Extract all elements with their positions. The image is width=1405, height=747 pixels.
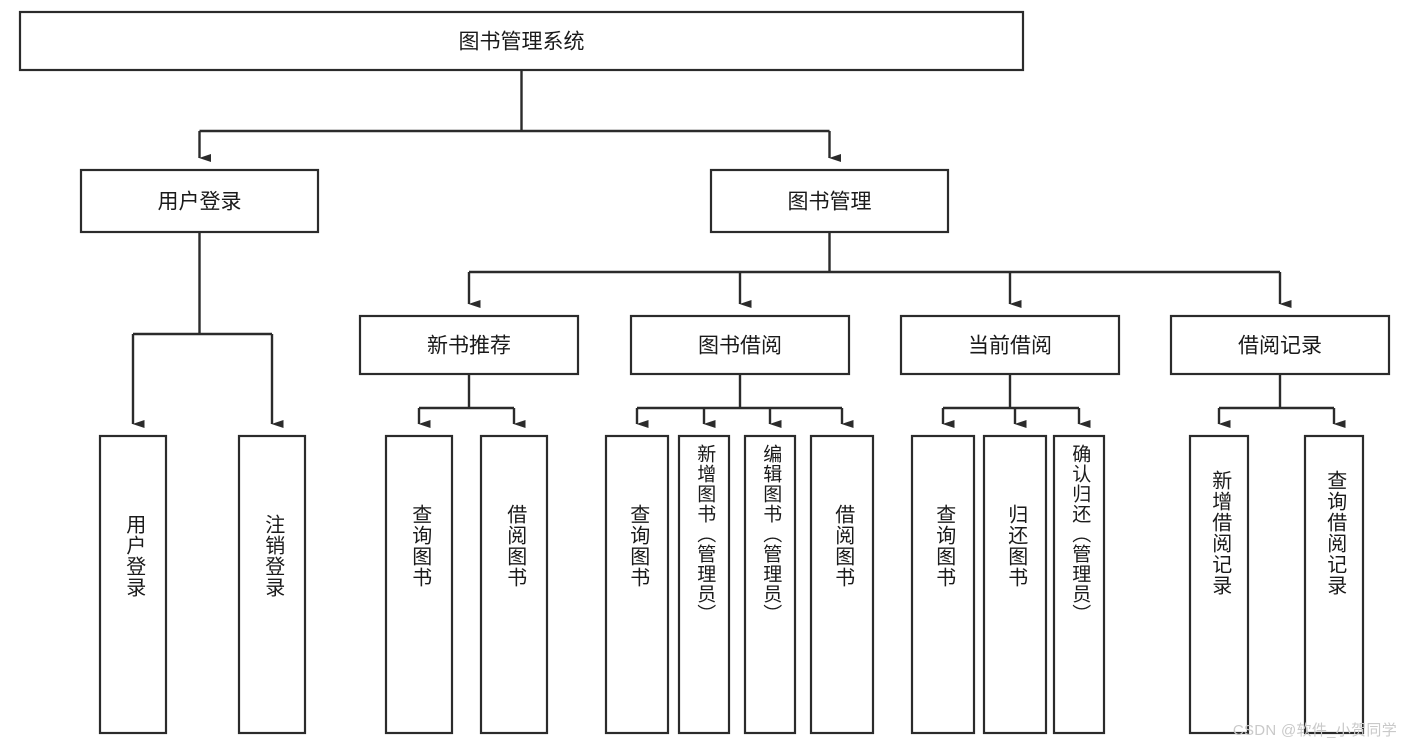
node-book-management-box[interactable] bbox=[709, 168, 950, 234]
leaf-record-query-box[interactable] bbox=[1303, 434, 1365, 735]
node-new-book-recommend-box[interactable] bbox=[358, 314, 580, 376]
node-new-book-recommend[interactable]: 新书推荐 bbox=[358, 314, 580, 376]
leaf-current-return-book-box[interactable] bbox=[982, 434, 1048, 735]
leaf-user-login-box[interactable] bbox=[98, 434, 168, 735]
connectors-current-borrow-to-leaves bbox=[941, 374, 1091, 428]
connectors-book-borrow-to-leaves bbox=[635, 374, 854, 428]
connectors-borrow-record-to-leaves bbox=[1217, 374, 1346, 428]
leaf-boxes bbox=[98, 434, 1365, 735]
leaf-borrow-query-book-box[interactable] bbox=[604, 434, 670, 735]
node-borrow-record[interactable]: 借阅记录 bbox=[1169, 314, 1391, 376]
leaf-recommend-borrow-book-box[interactable] bbox=[479, 434, 549, 735]
node-root-box[interactable] bbox=[18, 10, 1025, 72]
node-book-management-label: 图书管理 bbox=[788, 191, 872, 214]
leaf-user-logout-box[interactable] bbox=[237, 434, 307, 735]
leaf-borrow-borrow-book-box[interactable] bbox=[809, 434, 875, 735]
node-borrow-record-box[interactable] bbox=[1169, 314, 1391, 376]
node-book-borrow-label: 图书借阅 bbox=[698, 335, 782, 358]
node-root-label: 图书管理系统 bbox=[459, 31, 585, 54]
connectors-root-to-level2 bbox=[198, 70, 841, 162]
leaf-record-add-box[interactable] bbox=[1188, 434, 1250, 735]
csdn-watermark: CSDN @软件_小贺同学 bbox=[1232, 722, 1397, 739]
leaf-recommend-query-book-box[interactable] bbox=[384, 434, 454, 735]
node-user-login-label: 用户登录 bbox=[158, 191, 242, 214]
node-user-login[interactable]: 用户登录 bbox=[79, 168, 320, 234]
node-book-borrow[interactable]: 图书借阅 bbox=[629, 314, 851, 376]
node-user-login-box[interactable] bbox=[79, 168, 320, 234]
leaf-borrow-add-book-box[interactable] bbox=[677, 434, 731, 735]
leaf-current-query-book-box[interactable] bbox=[910, 434, 976, 735]
node-current-borrow[interactable]: 当前借阅 bbox=[899, 314, 1121, 376]
leaf-current-confirm-return-box[interactable] bbox=[1052, 434, 1106, 735]
node-root[interactable]: 图书管理系统 bbox=[18, 10, 1025, 72]
node-book-borrow-box[interactable] bbox=[629, 314, 851, 376]
node-current-borrow-label: 当前借阅 bbox=[968, 335, 1052, 358]
connectors-new-book-recommend-to-leaves bbox=[417, 374, 526, 428]
node-new-book-recommend-label: 新书推荐 bbox=[427, 335, 511, 358]
connectors-user-login-to-leaves bbox=[131, 232, 284, 428]
node-borrow-record-label: 借阅记录 bbox=[1238, 335, 1322, 358]
connectors-book-management-to-level3 bbox=[467, 232, 1292, 308]
leaf-borrow-edit-book-box[interactable] bbox=[743, 434, 797, 735]
node-book-management[interactable]: 图书管理 bbox=[709, 168, 950, 234]
node-current-borrow-box[interactable] bbox=[899, 314, 1121, 376]
